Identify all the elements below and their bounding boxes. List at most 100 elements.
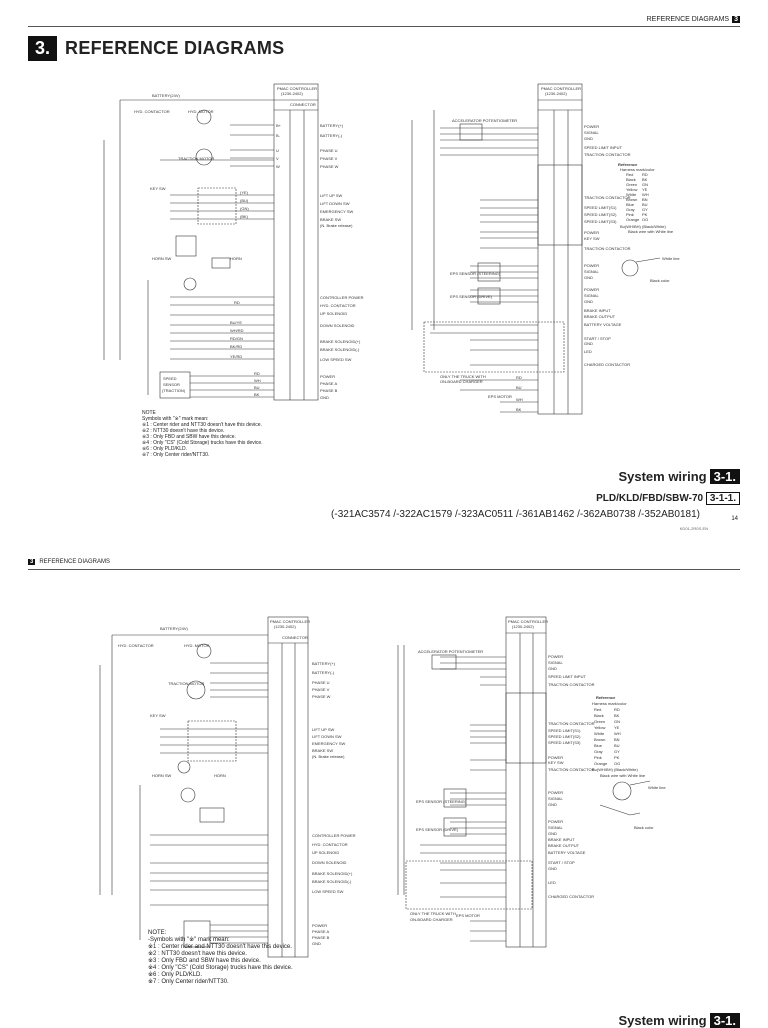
running-header-bottom-num: 3 [28, 559, 36, 565]
b-ctrl-title-1: PMAC CONTROLLER [270, 619, 310, 624]
sw-label-4: BRAKE SW [320, 217, 341, 222]
ref-row-9-code: OG [642, 217, 648, 222]
ref-row-6-code: BU [642, 202, 648, 207]
b-rc-func-23: GND [548, 866, 557, 871]
ref-row-1-code: BK [642, 177, 648, 182]
func-bminus: BATTERY(-) [320, 133, 343, 138]
notes-bottom-line-5: ※4 : Only "CS" (Cold Storage) trucks hav… [148, 965, 293, 971]
ref-row-3-code: YE [642, 187, 648, 192]
notes-bottom: NOTE: -Symbols with "※" mark mean: ※1 : … [148, 930, 293, 986]
b-ref-row-7-c: GY [614, 749, 620, 754]
rfunc-3: UP SOLENOID [320, 311, 347, 316]
rc-title-1: PMAC CONTROLLER [541, 86, 581, 91]
rc-func-15: GND [584, 275, 593, 280]
ref-black-color: Black color [650, 278, 670, 283]
wire-1: RD [234, 300, 240, 305]
notes-bottom-title: NOTE: [148, 930, 167, 936]
ref-white-line: White line [662, 256, 680, 261]
wire-2: BU/YE [230, 320, 242, 325]
b-rc-func-4: SPEED LIMIT INPUT [548, 674, 586, 679]
rc-func-21: BATTERY VOLTAGE [584, 322, 622, 327]
sw-color-4: (BK) [240, 214, 249, 219]
b-ref-black-color: Black color [634, 825, 654, 830]
rc-func-11: KEY SW [584, 236, 600, 241]
enc-color-2: WH [254, 378, 261, 383]
b-rc-func-18: GND [548, 831, 557, 836]
b-horn-label: HORN [214, 773, 226, 778]
b-rfunc-2: HYD. CONTACTOR [312, 842, 348, 847]
b-enc-4: GND [312, 941, 321, 946]
system-wiring-title-bottom: System wiring 3-1. [618, 1013, 740, 1028]
ref-subtitle: Harness mark/color [620, 167, 655, 172]
b-sw-4: BRAKE SW [312, 748, 333, 753]
b-rc-func-10: POWER [548, 755, 563, 760]
b-ref-row-3-c: YE [614, 725, 620, 730]
rc-func-2: SIGNAL [584, 130, 599, 135]
rc-func-25: CHARGED CONTACTOR [584, 362, 630, 367]
ref-row-4-name: White [626, 192, 637, 197]
b-rc-func-17: SIGNAL [548, 825, 563, 830]
sw-label-2: LIFT DOWN SW [320, 201, 350, 206]
b-eps-motor: EPS MOTOR [456, 913, 480, 918]
running-header-label: REFERENCE DIAGRAMS [646, 16, 730, 23]
rc-func-23: GND [584, 341, 593, 346]
b-ref-row-3: Yellow [594, 725, 606, 730]
b-hyd-motor-label: HYD. MOTOR [184, 643, 210, 648]
enc-func-2: PHASE A [320, 381, 337, 386]
rc-func-13: POWER [584, 263, 599, 268]
ref-title: Reference [618, 162, 638, 167]
rfunc-7: LOW SPEED SW [320, 357, 352, 362]
b-rfunc-7: LOW SPEED SW [312, 889, 344, 894]
ref-row-3-name: Yellow [626, 187, 638, 192]
b-term-4: PHASE V [312, 687, 330, 692]
ref-row-2-code: GN [642, 182, 648, 187]
b-rc-func-20: BRAKE OUTPUT [548, 843, 580, 848]
charger-note-2: ON-BOARD CHARGER [440, 379, 483, 384]
wire-6: YE/RD [230, 354, 242, 359]
notes-bottom-line-3: ※2 : NTT30 doesn't have this device. [148, 951, 247, 957]
b-sw-5: (N. Brake release) [312, 754, 345, 759]
ref-row-0-code: RD [642, 172, 648, 177]
term-u: U [276, 148, 279, 153]
b-ref-row-2: Green [594, 719, 605, 724]
notes-top-line-7: ※7 : Only Center rider/NTT30. [142, 452, 210, 458]
horn-label: HORN [230, 256, 242, 261]
ref-row-2-name: Green [626, 182, 637, 187]
running-header-num: 3 [732, 16, 740, 23]
ref-row-4-code: WH [642, 192, 649, 197]
page-top: REFERENCE DIAGRAMS 3 3. REFERENCE DIAGRA… [28, 16, 740, 531]
system-wiring-label: System wiring [618, 469, 707, 484]
section-number: 3. [28, 36, 58, 61]
b-charger-1: ONLY THE TRUCK WITH [410, 911, 456, 916]
b-ref-row-0: Red [594, 707, 601, 712]
enc-color-3: BU [254, 385, 260, 390]
rc-func-16: POWER [584, 287, 599, 292]
section-title: 3. REFERENCE DIAGRAMS [28, 36, 284, 61]
eps-steer-label: EPS SENSOR (STEERING) [450, 271, 501, 276]
b-ref-white-line: White line [648, 785, 666, 790]
bottom-color-1: RD [516, 375, 522, 380]
ref-example: Bu(WH/BH) (Black/White) [620, 224, 666, 229]
notes-top-line-6: ※6 : Only PLD/KLD. [142, 446, 188, 452]
notes-top-line-2: ※1 : Center rider and NTT30 doesn't have… [142, 422, 262, 428]
serial-range: (-321AC3574 /-322AC1579 /-323AC0511 /-36… [331, 509, 700, 520]
b-rc-func-21: BATTERY VOLTAGE [548, 850, 586, 855]
hyd-motor-label: HYD. MOTOR [188, 109, 214, 114]
b-term-5: PHASE W [312, 694, 331, 699]
ref-row-0-name: Red [626, 172, 633, 177]
traction-motor-label: TRACTION MOTOR [178, 156, 214, 161]
rc-func-24: LED [584, 349, 592, 354]
b-ref-example-2: Black wire with White line [600, 773, 646, 778]
enc-label-2: SENSOR [163, 382, 180, 387]
notes-top-line-4: ※3 : Only FBD and SBW have this device. [142, 434, 236, 440]
b-rc-func-6: TRACTION CONTACTOR [548, 721, 595, 726]
system-wiring-tag-bottom: 3-1. [709, 1013, 740, 1028]
b-rc-func-5: TRACTION CONTACTOR [548, 682, 595, 687]
page-bottom: 3 REFERENCE DIAGRAMS [0, 545, 768, 1028]
rc-func-1: POWER [584, 124, 599, 129]
b-rc-func-19: BRAKE INPUT [548, 837, 575, 842]
b-ref-row-0-c: RD [614, 707, 620, 712]
b-term-2: BATTERY(-) [312, 670, 335, 675]
enc-func-3: PHASE B [320, 388, 338, 393]
system-wiring-tag: 3-1. [709, 469, 740, 484]
